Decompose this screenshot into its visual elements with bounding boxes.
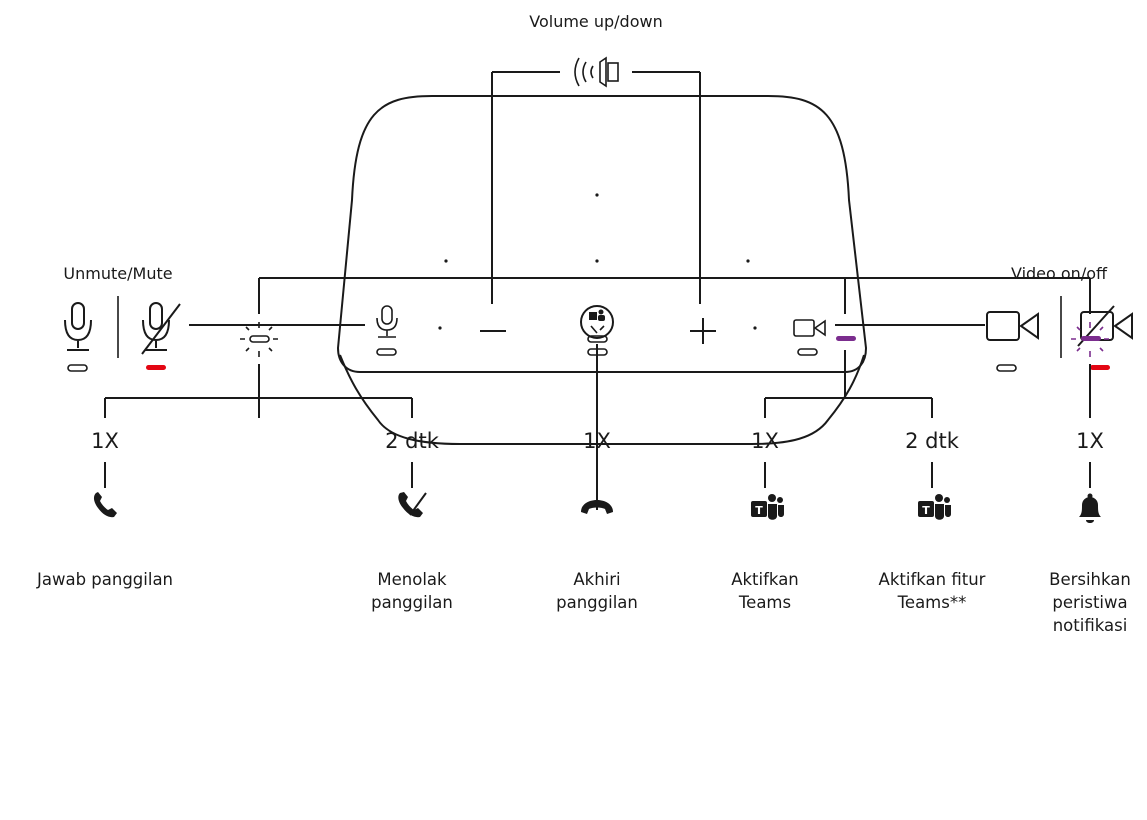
device-mic-button[interactable] <box>376 305 398 338</box>
mic-muted-icon <box>141 302 181 355</box>
teams-icon: T <box>918 494 951 520</box>
action-label: Teams <box>738 593 791 612</box>
press-count-label: 1X <box>1076 429 1104 453</box>
device-teams-button[interactable] <box>580 305 614 339</box>
mic-unmuted-led <box>67 364 88 372</box>
tree-drop-lines <box>258 278 1091 314</box>
action-label: peristiwa <box>1052 593 1127 612</box>
mic-unmuted-icon <box>64 302 92 351</box>
video-on-icon <box>986 311 1039 341</box>
action-label: Menolak <box>377 570 447 589</box>
action-label: notifikasi <box>1053 616 1128 635</box>
action-label: Aktifkan <box>731 570 799 589</box>
volume-bracket-line <box>491 71 701 304</box>
action-label: Bersihkan <box>1049 570 1131 589</box>
action-label: panggilan <box>371 593 453 612</box>
led-blink-white <box>240 322 278 357</box>
video-on-led <box>996 364 1017 372</box>
phone-answer-icon <box>93 492 117 518</box>
video-off-led <box>1090 365 1110 370</box>
led-steady-purple <box>836 336 856 341</box>
mute-label: Unmute/Mute <box>63 264 172 283</box>
action-label: Akhiri <box>573 570 620 589</box>
svg-text:T: T <box>755 504 763 517</box>
group3-branch-lines <box>764 350 933 418</box>
press-count-label: 2 dtk <box>905 429 960 453</box>
device-body <box>336 95 868 445</box>
mic-muted-led <box>146 365 166 370</box>
bell-icon <box>1079 493 1101 523</box>
svg-text:T: T <box>922 504 930 517</box>
device-mic-led <box>376 348 397 356</box>
press-count-label: 1X <box>751 429 779 453</box>
action-label: panggilan <box>556 593 638 612</box>
device-video-led <box>797 348 818 356</box>
count-to-icon-lines <box>104 462 1091 488</box>
led-steady-white <box>587 335 608 343</box>
press-count-label: 2 dtk <box>385 429 440 453</box>
phone-hangup-icon <box>581 500 613 514</box>
led-blink-purple <box>1071 322 1109 357</box>
device-video-button[interactable] <box>793 319 826 337</box>
video-label: Video on/off <box>1011 264 1108 283</box>
phone-decline-icon <box>398 492 427 518</box>
device-mic-holes <box>438 193 757 330</box>
action-label: Teams** <box>897 593 967 612</box>
action-label: Aktifkan fitur <box>879 570 986 589</box>
volume-label: Volume up/down <box>529 12 662 31</box>
teams-icon: T <box>751 494 784 520</box>
press-count-label: 1X <box>91 429 119 453</box>
speaker-volume-icon <box>574 56 619 88</box>
device-volume-up-button[interactable] <box>690 318 716 344</box>
press-count-label: 1X <box>583 429 611 453</box>
action-label: Jawab panggilan <box>36 570 173 589</box>
